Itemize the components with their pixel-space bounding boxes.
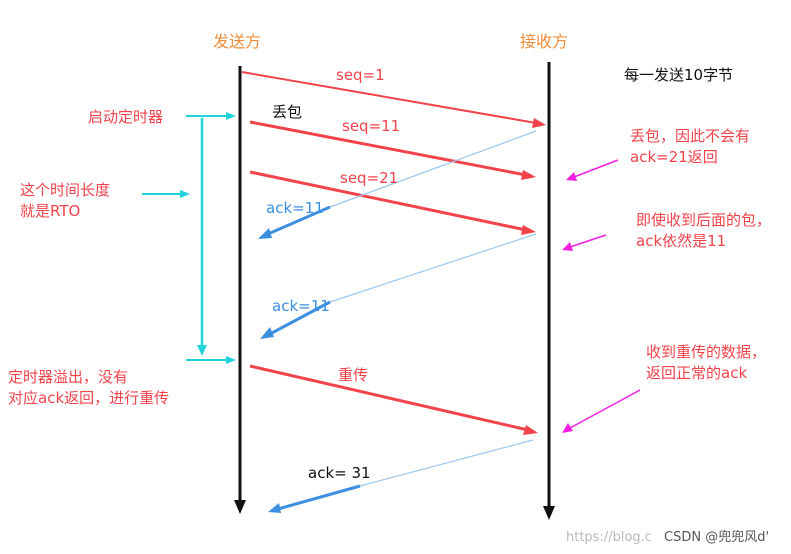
seq-21-arrow: [249, 170, 536, 235]
dup-ack-note-line2: ack依然是11: [636, 232, 727, 250]
timeout-note-line1: 定时器溢出，没有: [8, 368, 129, 386]
ack-label-31: ack= 31: [308, 464, 371, 482]
ack-label-second: ack=11: [272, 297, 330, 315]
recv-note-line1: 收到重传的数据，: [646, 343, 767, 361]
start-timer-note: 启动定时器: [88, 108, 164, 126]
watermark-url: https://blog.c: [566, 530, 652, 545]
seq-1-arrow: [241, 71, 546, 128]
retransmit-label: 重传: [338, 366, 369, 384]
recv-note-line2: 返回正常的ack: [646, 364, 748, 382]
rto-duration-bar: [197, 118, 207, 356]
seq-label-21: seq=21: [340, 169, 399, 187]
recv-note-arrow: [562, 389, 641, 433]
lost-note-line2: ack=21返回: [630, 148, 718, 166]
rto-note-line1: 这个时间长度: [20, 181, 111, 199]
seq-label-11: seq=11: [342, 117, 401, 135]
sender-header: 发送方: [213, 32, 262, 51]
ack-31-arrow: [268, 439, 534, 513]
packet-lost-label: 丢包: [272, 103, 303, 121]
receiver-timeline: [543, 62, 555, 520]
watermark-brand: CSDN @兜兜风d': [664, 530, 770, 545]
timeout-note-line2: 对应ack返回，进行重传: [8, 389, 170, 407]
retransmit-arrow: [249, 364, 538, 435]
dup-ack-note-line1: 即使收到后面的包，: [636, 211, 772, 229]
lost-note-line1: 丢包，因此不会有: [630, 127, 751, 145]
seq-label-1: seq=1: [336, 66, 385, 84]
seq-11-arrow: [249, 120, 536, 180]
ack-label-first: ack=11: [266, 199, 324, 217]
rto-note-line2: 就是RTO: [20, 202, 81, 220]
sender-timeline: [234, 66, 246, 514]
ack-11-first-arrow: [258, 130, 537, 239]
start-timer-arrow: [186, 112, 236, 120]
dup-ack-note-arrow: [562, 234, 607, 251]
note-bytes-per-send: 每一发送10字节: [624, 66, 734, 84]
timeout-arrow: [186, 356, 236, 364]
rto-label-arrow: [142, 190, 190, 198]
lost-note-arrow: [566, 159, 619, 181]
ack-11-second-arrow: [260, 233, 537, 339]
receiver-header: 接收方: [520, 32, 569, 51]
